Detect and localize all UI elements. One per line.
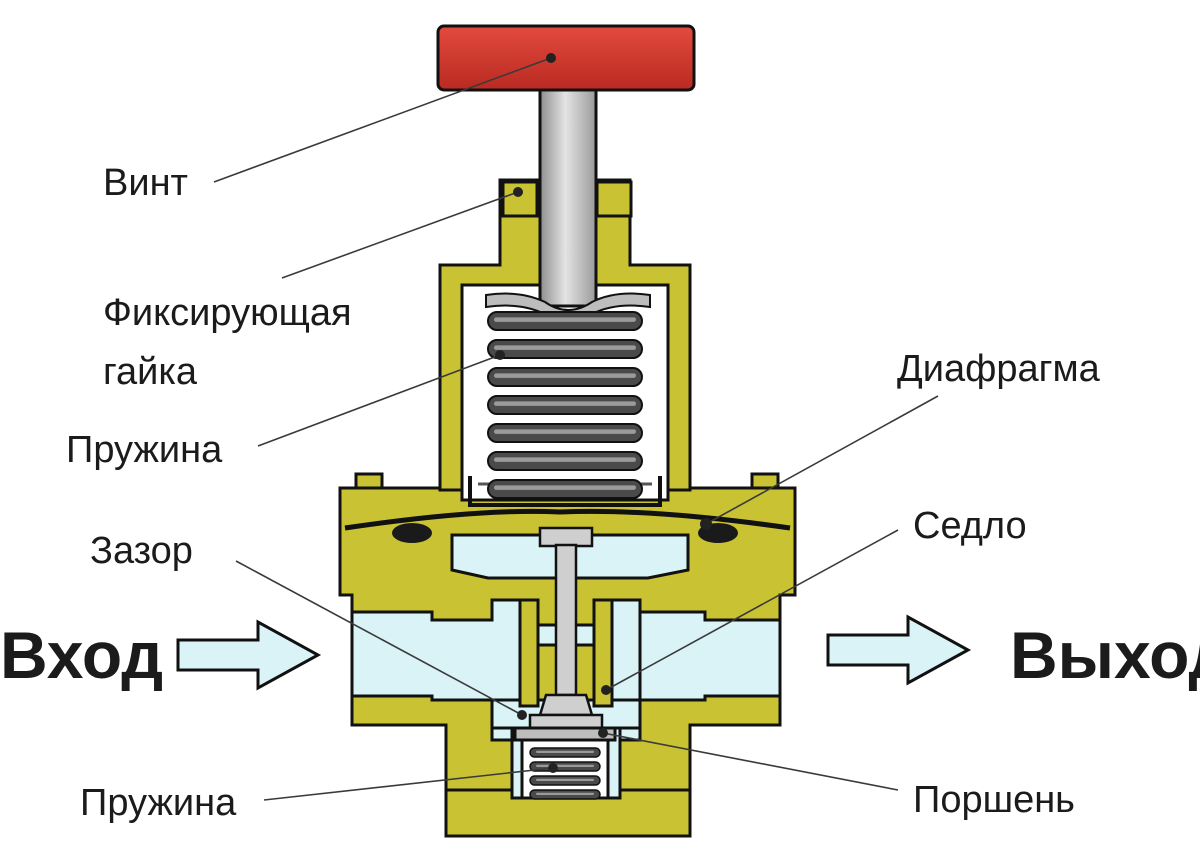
label-diaphragm: Диафрагма (897, 348, 1101, 390)
label-lock-nut-line1: Фиксирующая (103, 292, 352, 334)
label-inlet: Вход (0, 618, 163, 692)
screw-rod (538, 84, 598, 308)
right-flange-bolt (750, 472, 780, 490)
label-piston: Поршень (913, 779, 1075, 821)
spring-coil-highlight (536, 792, 594, 795)
label-spring-top: Пружина (66, 429, 223, 471)
left-flange-bolt (354, 472, 384, 490)
lower-spring (529, 747, 601, 800)
label-seat: Седло (913, 505, 1027, 547)
label-lock-nut-line2: гайка (103, 351, 198, 393)
spring-coil-highlight (494, 317, 636, 322)
leader-lines (213, 53, 939, 801)
spring-cup (468, 476, 662, 507)
spring-coil-highlight (494, 457, 636, 462)
spring-coil-highlight (536, 750, 594, 753)
lock-nut (501, 180, 633, 218)
label-spring-bottom: Пружина (80, 782, 237, 824)
label-screw: Винт (103, 162, 188, 204)
spring-coil-highlight (536, 764, 594, 767)
adjustment-knob (436, 24, 696, 92)
label-gap: Зазор (90, 530, 193, 572)
spring-coil-highlight (494, 485, 636, 490)
spring-coil-highlight (536, 778, 594, 781)
spring-coil-highlight (494, 429, 636, 434)
label-outlet: Выход (1010, 618, 1200, 692)
spring-coil-highlight (494, 345, 636, 350)
valve-stem (528, 526, 604, 731)
spring-coil-highlight (494, 401, 636, 406)
inlet-arrow-icon (176, 619, 322, 691)
main-spring (487, 311, 643, 499)
spring-coil-highlight (494, 373, 636, 378)
outlet-arrow-icon (826, 614, 972, 686)
